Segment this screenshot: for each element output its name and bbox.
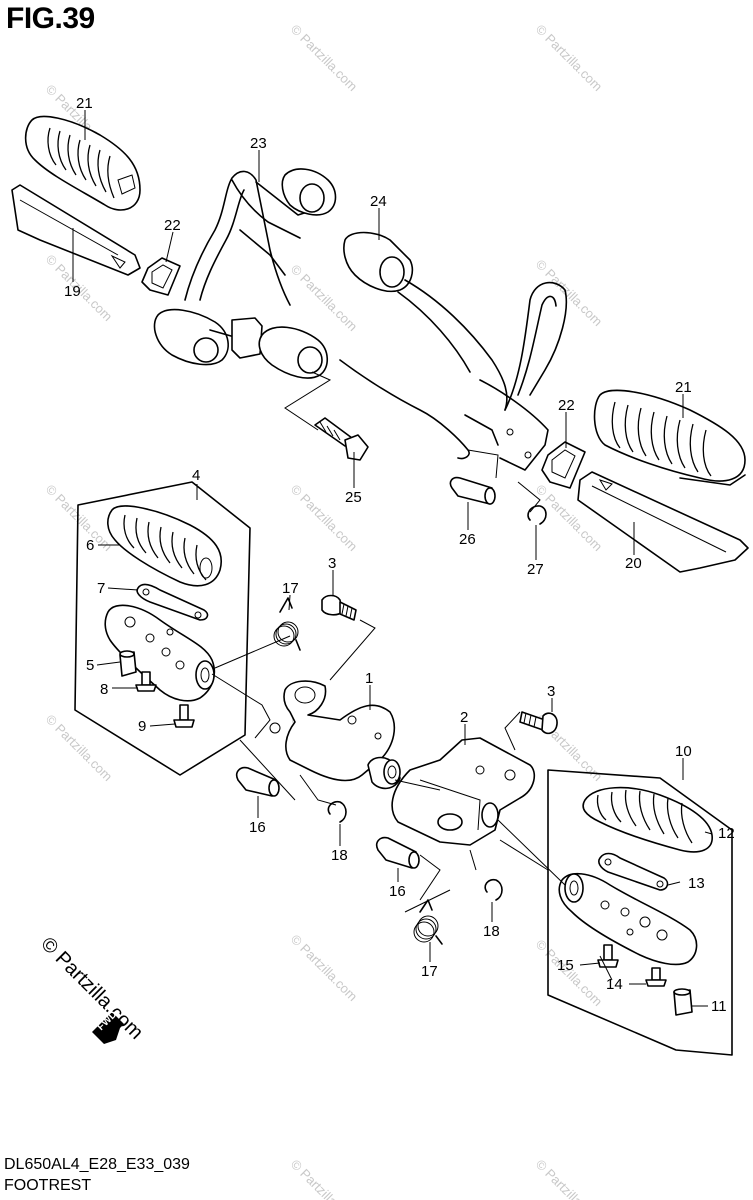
part-12-rubber [582, 786, 713, 853]
callout-23: 23 [250, 135, 267, 152]
callout-15: 15 [557, 957, 574, 974]
part-13-plate [598, 852, 669, 891]
callout-13: 13 [688, 875, 705, 892]
part-15-bolt [597, 944, 619, 968]
callout-3: 3 [328, 555, 336, 572]
part-21-rubber-left [24, 115, 141, 211]
callout-9: 9 [138, 718, 146, 735]
part-18-clip-left [327, 800, 347, 823]
callout-16: 16 [389, 883, 406, 900]
callout-25: 25 [345, 489, 362, 506]
part-17-spring-right [413, 899, 443, 945]
callout-14: 14 [606, 976, 623, 993]
callout-labels: 21 23 22 19 24 21 22 25 26 27 20 4 6 7 5… [64, 95, 735, 1015]
callout-5: 5 [86, 657, 94, 674]
callout-8: 8 [100, 681, 108, 698]
callout-27: 27 [527, 561, 544, 578]
callout-21: 21 [675, 379, 692, 396]
watermark-text: © Partzilla.com [43, 482, 116, 555]
part-3-bolt-upper [321, 594, 357, 621]
callout-18: 18 [483, 923, 500, 940]
callout-7: 7 [97, 580, 105, 597]
figure-code: DL650AL4_E28_E33_039 [4, 1156, 190, 1173]
part-11-nut [673, 988, 693, 1016]
callout-6: 6 [86, 537, 94, 554]
part-18-clip-right [484, 878, 503, 901]
callout-2: 2 [460, 709, 468, 726]
part-footrest-body-right [558, 872, 698, 966]
watermark-text: © Partzilla.com [288, 932, 361, 1005]
part-21-rubber-right [593, 389, 746, 486]
part-14-bolt [645, 967, 667, 987]
callout-1: 1 [365, 670, 373, 687]
watermark-text: © Partzilla.com [288, 22, 361, 95]
callout-21: 21 [76, 95, 93, 112]
watermark-large-text: © Partzilla.com [36, 933, 147, 1044]
part-10-assembly-box [547, 769, 733, 1056]
part-footrest-body-left [104, 604, 216, 702]
watermark-text: © Partzilla.com [533, 1157, 606, 1200]
watermark-text: © Partzilla.com [288, 262, 361, 335]
callout-18: 18 [331, 847, 348, 864]
assembly-lines [211, 371, 613, 981]
part-16-pin-right [375, 836, 420, 869]
part-19-plate-left [11, 184, 141, 276]
callout-17: 17 [421, 963, 438, 980]
callout-11: 11 [711, 998, 727, 1015]
part-7-plate [136, 583, 209, 621]
part-5-nut [119, 650, 137, 677]
leader-lines [72, 110, 713, 1007]
callout-26: 26 [459, 531, 476, 548]
part-24-bracket-right [258, 231, 568, 471]
figure-title: FIG.39 [6, 2, 95, 35]
callout-24: 24 [370, 193, 387, 210]
watermark-text: © Partzilla.com [533, 257, 606, 330]
callout-22: 22 [558, 397, 575, 414]
part-16-pin-left [235, 766, 280, 797]
callout-10: 10 [675, 743, 692, 760]
callout-17: 17 [282, 580, 299, 597]
part-4-assembly-box [74, 481, 251, 776]
part-17-spring-left [273, 597, 301, 651]
section-name: FOOTREST [4, 1177, 92, 1194]
part-26-pin [449, 476, 496, 505]
part-27-clip [527, 505, 547, 525]
watermark-text: © Partzilla.com [288, 1157, 361, 1200]
callout-3: 3 [547, 683, 555, 700]
part-25-bolt [314, 417, 369, 461]
callout-16: 16 [249, 819, 266, 836]
callout-20: 20 [625, 555, 642, 572]
part-20-plate-right [577, 471, 749, 573]
part-22-damper-left [141, 257, 181, 296]
part-2-bracket [391, 737, 536, 846]
part-3-bolt-lower [519, 711, 558, 735]
part-1-bracket [283, 680, 401, 790]
callout-19: 19 [64, 283, 81, 300]
callout-12: 12 [718, 825, 735, 842]
part-23-bracket-left [153, 168, 337, 366]
part-9-bolt [173, 704, 195, 728]
part-22-damper-right [541, 441, 586, 489]
watermark-text: © Partzilla.com [43, 712, 116, 785]
part-6-rubber [107, 505, 222, 587]
callout-4: 4 [192, 467, 200, 484]
callout-22: 22 [164, 217, 181, 234]
watermark-text: © Partzilla.com [533, 22, 606, 95]
part-8-bolt [135, 671, 157, 692]
